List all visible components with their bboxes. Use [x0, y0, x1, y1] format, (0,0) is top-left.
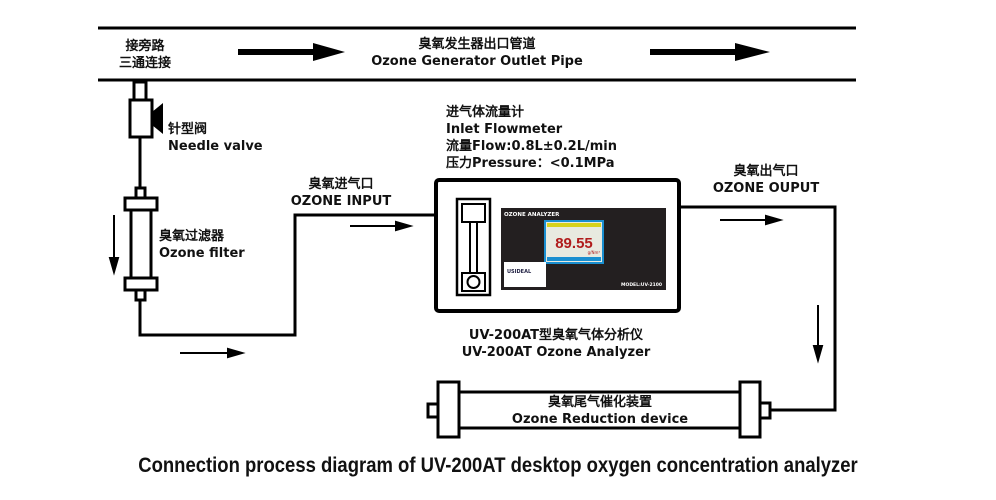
flowmeter-pressure: 压力Pressure：<0.1MPa: [446, 156, 615, 171]
ozone-input-label: 臭氧进气口 OZONE INPUT: [291, 176, 391, 210]
panel-brand: USIDEAL: [507, 269, 532, 275]
outlet-tube: [680, 205, 837, 412]
analyzer-en: UV-200AT Ozone Analyzer: [461, 345, 651, 360]
flowmeter-flow: 流量Flow:0.8L±0.2L/min: [446, 139, 617, 154]
flowmeter-zh: 进气体流量计: [446, 105, 525, 120]
valve-handle: [152, 103, 163, 134]
ozone-output-zh: 臭氧出气口: [733, 164, 799, 179]
panel-model: MODEL:UV-2100: [621, 282, 662, 288]
needle-valve-label: 针型阀 Needle valve: [168, 121, 263, 155]
flowmeter-en: Inlet Flowmeter: [446, 122, 563, 137]
arrow-right-icon: [227, 347, 246, 359]
needle-valve-zh: 针型阀: [168, 122, 208, 137]
ozone-output-en: OZONE OUPUT: [712, 181, 820, 196]
filter-label: 臭氧过滤器 Ozone filter: [159, 228, 245, 262]
filter-zh: 臭氧过滤器: [159, 229, 225, 244]
bypass-label: 接旁路三通连接: [119, 38, 171, 72]
arrow-down-icon: [108, 257, 120, 276]
arrow-right-icon: [395, 220, 414, 232]
analyzer-screen: [544, 220, 604, 264]
bypass-zh1: 接旁路: [125, 39, 165, 54]
flow-arrow-icon: [735, 43, 770, 61]
diagram-title: Connection process diagram of UV-200AT d…: [138, 454, 858, 477]
bypass-zh2: 三通连接: [118, 56, 172, 71]
outlet-pipe-en: Ozone Generator Outlet Pipe: [371, 54, 583, 69]
ozone-input-en: OZONE INPUT: [290, 194, 392, 209]
analyzer-box: [434, 178, 681, 313]
panel-title: OZONE ANALYZER: [504, 212, 560, 218]
filter-en: Ozone filter: [159, 246, 245, 261]
ozone-output-label: 臭氧出气口 OZONE OUPUT: [713, 163, 819, 197]
flowmeter: [455, 197, 492, 297]
reduction-label: 臭氧尾气催化装置 Ozone Reduction device: [512, 394, 688, 428]
arrow-down-icon: [812, 345, 824, 364]
flow-arrow-icon: [313, 43, 345, 61]
needle-valve: [128, 98, 154, 139]
reduction-en: Ozone Reduction device: [511, 412, 689, 427]
analyzer-label: UV-200AT型臭氧气体分析仪 UV-200AT Ozone Analyzer: [462, 327, 651, 361]
analyzer-zh: UV-200AT型臭氧气体分析仪: [468, 328, 644, 343]
inlet-tube-lower: [138, 213, 435, 337]
arrow-right-icon: [765, 214, 784, 226]
reduction-zh: 臭氧尾气催化装置: [547, 395, 653, 410]
panel-reading: 89.55: [555, 235, 593, 252]
needle-valve-en: Needle valve: [168, 139, 263, 154]
outlet-pipe-zh: 臭氧发生器出口管道: [418, 37, 536, 52]
ozone-input-zh: 臭氧进气口: [308, 177, 374, 192]
flowmeter-label: 进气体流量计 Inlet Flowmeter 流量Flow:0.8L±0.2L/mi…: [446, 104, 617, 172]
outlet-pipe-label: 臭氧发生器出口管道 Ozone Generator Outlet Pipe: [371, 36, 583, 70]
panel-unit: g/Nm³: [588, 250, 601, 255]
ozone-filter: [129, 208, 153, 280]
